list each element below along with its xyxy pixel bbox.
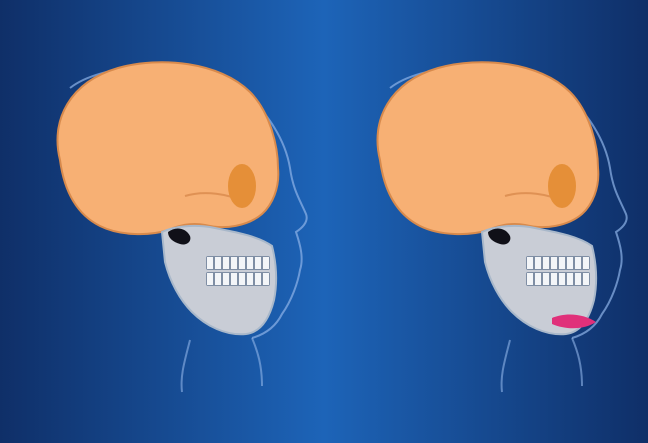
tooth [583,273,589,285]
tooth [527,257,533,269]
tooth [527,273,533,285]
tooth [559,257,565,269]
tooth [263,257,269,269]
tooth [567,257,573,269]
tooth [247,273,253,285]
tooth [559,273,565,285]
teeth-upper [526,256,590,270]
tooth [239,257,245,269]
tooth [223,257,229,269]
tooth [231,257,237,269]
tooth [567,273,573,285]
cranium [57,62,278,234]
tooth [535,257,541,269]
tooth [239,273,245,285]
tooth [535,273,541,285]
tooth [215,257,221,269]
tooth [543,273,549,285]
orbit [548,164,576,208]
tooth [255,273,261,285]
tooth [575,257,581,269]
teeth-lower [526,272,590,286]
tooth [263,273,269,285]
tooth [231,273,237,285]
tooth [255,257,261,269]
tooth [223,273,229,285]
tooth [543,257,549,269]
tooth [207,273,213,285]
tooth [207,257,213,269]
teeth-lower [206,272,270,286]
tooth [215,273,221,285]
tooth [575,273,581,285]
tooth [247,257,253,269]
teeth-upper [206,256,270,270]
tooth [551,273,557,285]
tooth [551,257,557,269]
cranium [377,62,598,234]
orbit [228,164,256,208]
tooth [583,257,589,269]
